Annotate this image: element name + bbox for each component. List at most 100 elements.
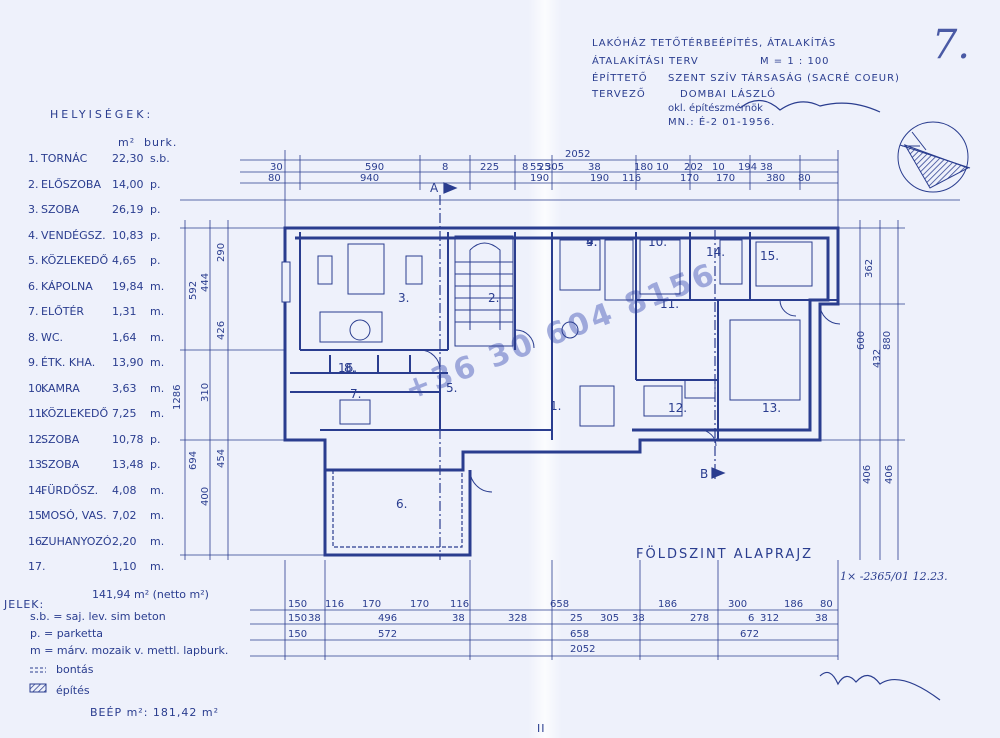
dim-bottom-3: 572	[378, 629, 397, 640]
room-name: KÖZLEKEDŐ	[41, 254, 109, 267]
section-a-label: A	[430, 181, 439, 195]
room-number: 6.	[28, 279, 39, 293]
dim-left: 444	[200, 273, 211, 292]
dim-top-2: 80	[798, 173, 811, 184]
room-number: 8.	[28, 330, 39, 344]
dim-right: 406	[884, 465, 895, 484]
room-name: VENDÉGSZ.	[41, 228, 106, 242]
staircase	[454, 235, 514, 347]
dim-top: 30	[270, 162, 283, 173]
room-floor: p.	[150, 458, 161, 471]
room-label: 9.	[586, 235, 597, 249]
signature-top	[739, 99, 881, 113]
room-label: 16.	[338, 361, 357, 375]
dim-bottom-1: 116	[450, 599, 469, 610]
dim-top: 590	[365, 162, 384, 173]
area-column-header: m²	[118, 136, 136, 149]
dim-bottom-1: 116	[325, 599, 344, 610]
dim-right: 432	[872, 349, 883, 368]
room-row: 4.VENDÉGSZ. 10,83 p.	[28, 229, 178, 245]
room-number: 17.	[28, 560, 46, 573]
dim-left: 400	[200, 487, 211, 506]
room-floor: m.	[150, 356, 165, 369]
left-dimension-lines	[180, 220, 325, 560]
room-number: 3.	[28, 203, 39, 216]
room-area: 13,90	[112, 356, 144, 369]
designer-label: TERVEZŐ	[592, 89, 646, 100]
right-dimension-lines	[820, 220, 905, 560]
room-area: 22,30	[112, 152, 144, 165]
room-floor: p.	[150, 254, 161, 267]
room-label: 10.	[648, 235, 667, 249]
room-label: 15.	[760, 249, 779, 263]
room-name: FÜRDŐSZ.	[41, 483, 99, 497]
dim-top: 225	[480, 162, 499, 173]
room-floor: m.	[150, 305, 165, 318]
stamp-note: 1× -2365/01 12.23.	[840, 570, 948, 583]
room-number: 16.	[28, 534, 46, 548]
dim-top: 194	[738, 162, 757, 173]
top-dimension-lines	[180, 150, 960, 228]
room-label: 11.	[660, 297, 679, 311]
dim-top: 55	[530, 162, 543, 173]
signature-bottom	[819, 671, 941, 701]
room-floor: p.	[150, 228, 161, 242]
room-floor: m.	[150, 407, 165, 420]
dim-bottom-1: 186	[658, 599, 677, 610]
room-name: ÉTK. KHA.	[41, 356, 96, 369]
legend-header: JELEK:	[4, 598, 45, 611]
room-number: 4.	[28, 228, 39, 242]
dim-left: 454	[216, 449, 227, 468]
dim-bottom-2: 278	[690, 613, 709, 624]
room-label: 12.	[668, 401, 687, 415]
room-floor: p.	[150, 177, 161, 191]
dim-bottom-2: 328	[508, 613, 527, 624]
page-number: 7.	[931, 22, 970, 68]
room-area: 2,20	[112, 534, 137, 548]
dim-top: 180	[634, 162, 653, 173]
dim-top: 202	[684, 162, 703, 173]
dim-top: 305	[545, 162, 564, 173]
room-label: 14.	[706, 245, 725, 259]
room-number: 2.	[28, 177, 39, 191]
room-name: KÖZLEKEDŐ	[41, 407, 109, 420]
room-number: 15.	[28, 509, 46, 522]
legend-item-sb: s.b. = saj. lev. sim beton	[30, 610, 166, 623]
sheet-mark: II	[537, 722, 546, 735]
room-floor: s.b.	[150, 152, 170, 165]
room-label: 1.	[550, 399, 561, 413]
dim-bottom-1: 170	[410, 599, 429, 610]
room-number: 11.	[28, 407, 46, 420]
room-area: 13,48	[112, 458, 144, 471]
dim-left: 310	[200, 383, 211, 402]
room-floor: m.	[150, 381, 165, 395]
dim-bottom-2: 150	[288, 613, 307, 624]
room-floor: m.	[150, 560, 165, 573]
room-area: 1,10	[112, 560, 137, 573]
room-area: 26,19	[112, 203, 144, 216]
room-floor: m.	[150, 279, 165, 293]
dim-top: 8	[442, 162, 448, 173]
total-area: 141,94 m² (netto m²)	[92, 588, 209, 601]
room-name: WC.	[41, 330, 64, 344]
room-number: 13.	[28, 458, 46, 471]
room-area: 10,83	[112, 228, 144, 242]
dim-left: 694	[188, 451, 199, 470]
room-row: 17. 1,10 m.	[28, 560, 178, 576]
room-number: 9.	[28, 356, 39, 369]
room-label: 13.	[762, 401, 781, 415]
dim-bottom-2: 496	[378, 613, 397, 624]
room-name: TORNÁC	[41, 152, 88, 165]
legend-item-p: p. = parketta	[30, 627, 104, 640]
title-line-2: ÁTALAKÍTÁSI TERV	[592, 56, 699, 67]
designer-value: DOMBAI LÁSZLÓ	[680, 89, 776, 100]
dim-top: 25	[538, 162, 551, 173]
room-area: 7,25	[112, 407, 137, 420]
dim-bottom-total: 2052	[570, 644, 595, 655]
dim-top-2: 170	[680, 173, 699, 184]
